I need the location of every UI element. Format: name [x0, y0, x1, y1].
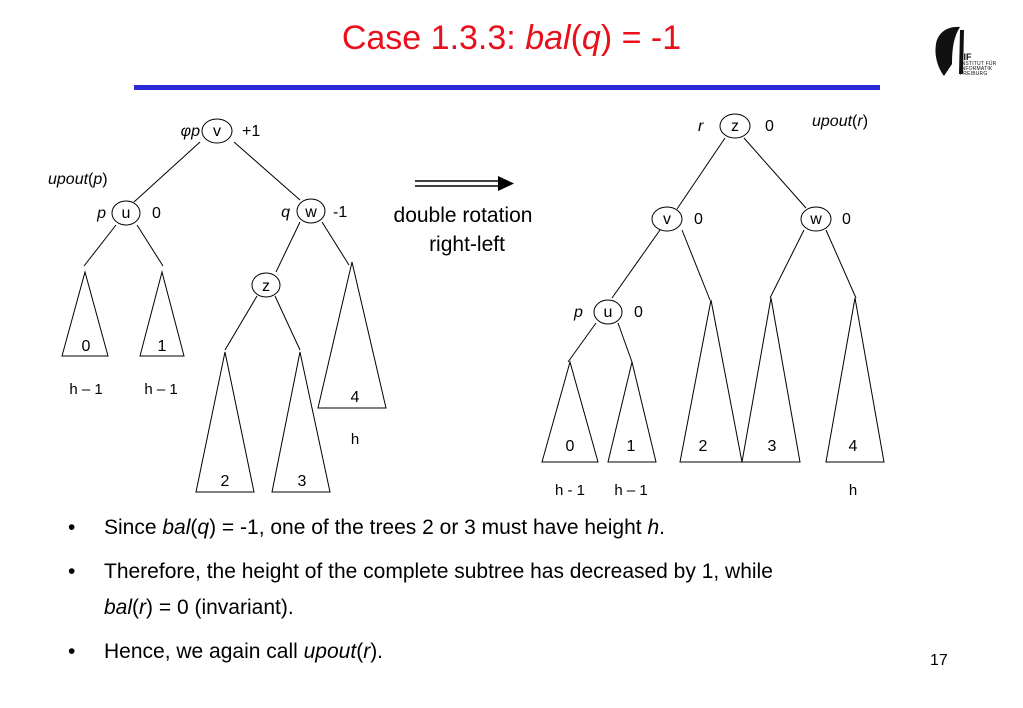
after-subtree-label-2: 2 — [699, 438, 708, 455]
after-subtree-0 — [541, 360, 599, 463]
after-node-v — [651, 206, 683, 232]
before-v-balance: +1 — [242, 123, 260, 140]
before-u-key: u — [122, 205, 131, 222]
before-v-key: v — [213, 123, 221, 140]
after-node-z — [719, 113, 751, 139]
before-u-pointer: p — [96, 205, 106, 222]
after-z-key: z — [731, 118, 739, 135]
bullet-list: • Since bal(q) = -1, one of the trees 2 … — [66, 510, 966, 678]
title-argument: q — [581, 19, 601, 57]
before-subtree-height-0: h – 1 — [69, 381, 102, 398]
before-v-pointer: φp — [181, 123, 200, 140]
operation-label-line2: right-left — [429, 233, 505, 256]
after-upout-label: upout(r) — [812, 113, 868, 130]
bullet-item: • Hence, we again call upout(r). — [66, 634, 966, 670]
after-w-key: w — [809, 211, 822, 228]
before-node-v — [201, 118, 233, 144]
page-number: 17 — [930, 652, 948, 669]
bullet-marker: • — [68, 560, 76, 583]
bullet-item: • Therefore, the height of the complete … — [66, 554, 966, 626]
after-u-balance: 0 — [634, 304, 643, 321]
after-z-balance: 0 — [765, 118, 774, 135]
after-u-pointer: p — [573, 304, 583, 321]
after-subtree-label-4: 4 — [849, 438, 858, 455]
after-z-pointer: r — [698, 118, 704, 135]
after-subtree-label-3: 3 — [768, 438, 777, 455]
before-subtree-4 — [317, 261, 387, 409]
title-prefix: Case 1.3.3: — [341, 19, 516, 57]
title-rule — [134, 85, 880, 90]
logo-mark-icon: IIF — [935, 26, 972, 76]
logo-wordmark: IIF — [961, 52, 972, 62]
title-condition: = -1 — [621, 19, 682, 57]
bullet-marker: • — [68, 640, 76, 663]
title-paren-close: ) — [600, 19, 613, 57]
before-subtree-label-2: 2 — [221, 473, 230, 490]
operation-label-line1: double rotation — [394, 204, 533, 227]
before-subtree-height-4: h — [351, 431, 359, 448]
before-u-balance: 0 — [152, 205, 161, 222]
before-subtree-1 — [139, 270, 185, 357]
after-subtree-label-0: 0 — [566, 438, 575, 455]
before-subtree-2 — [195, 351, 255, 493]
before-w-pointer: q — [281, 204, 290, 221]
after-v-balance: 0 — [694, 211, 703, 228]
before-subtree-height-1: h – 1 — [144, 381, 177, 398]
after-subtree-height-4: h — [849, 482, 857, 499]
bullet-item: • Since bal(q) = -1, one of the trees 2 … — [66, 510, 966, 546]
title-function: bal — [525, 19, 571, 57]
bullet-marker: • — [68, 516, 76, 539]
after-node-u — [593, 299, 623, 325]
after-subtree-label-1: 1 — [627, 438, 636, 455]
after-subtree-height-0: h - 1 — [555, 482, 585, 499]
before-w-balance: -1 — [333, 204, 347, 221]
after-w-balance: 0 — [842, 211, 851, 228]
logo-caption: INSTITUT FÜR INFORMATIK FREIBURG — [960, 61, 997, 77]
before-subtree-label-0: 0 — [82, 338, 91, 355]
institute-logo: IIF INSTITUT FÜR INFORMATIK FREIBURG — [930, 24, 1002, 84]
after-subtree-height-1: h – 1 — [614, 482, 647, 499]
after-subtree-3 — [741, 297, 801, 463]
before-node-u — [111, 200, 141, 226]
after-u-key: u — [604, 304, 613, 321]
before-subtree-3 — [271, 351, 331, 493]
after-node-w — [800, 206, 832, 232]
before-subtree-label-4: 4 — [351, 389, 360, 406]
after-subtree-2 — [679, 299, 743, 463]
before-w-key: w — [304, 204, 317, 221]
before-node-w — [296, 198, 326, 224]
before-upout-label: upout(p) — [48, 171, 108, 188]
before-node-z — [251, 272, 281, 298]
after-subtree-4 — [825, 297, 885, 463]
double-arrow-right-icon — [415, 176, 514, 191]
slide-title: Case 1.3.3: bal(q) = -1 — [0, 18, 1023, 58]
before-subtree-label-3: 3 — [298, 473, 307, 490]
before-subtree-label-1: 1 — [158, 338, 167, 355]
title-paren-open: ( — [570, 19, 582, 57]
before-subtree-0 — [61, 270, 109, 357]
before-z-key: z — [262, 278, 270, 295]
after-subtree-1 — [607, 361, 657, 463]
after-v-key: v — [663, 211, 671, 228]
